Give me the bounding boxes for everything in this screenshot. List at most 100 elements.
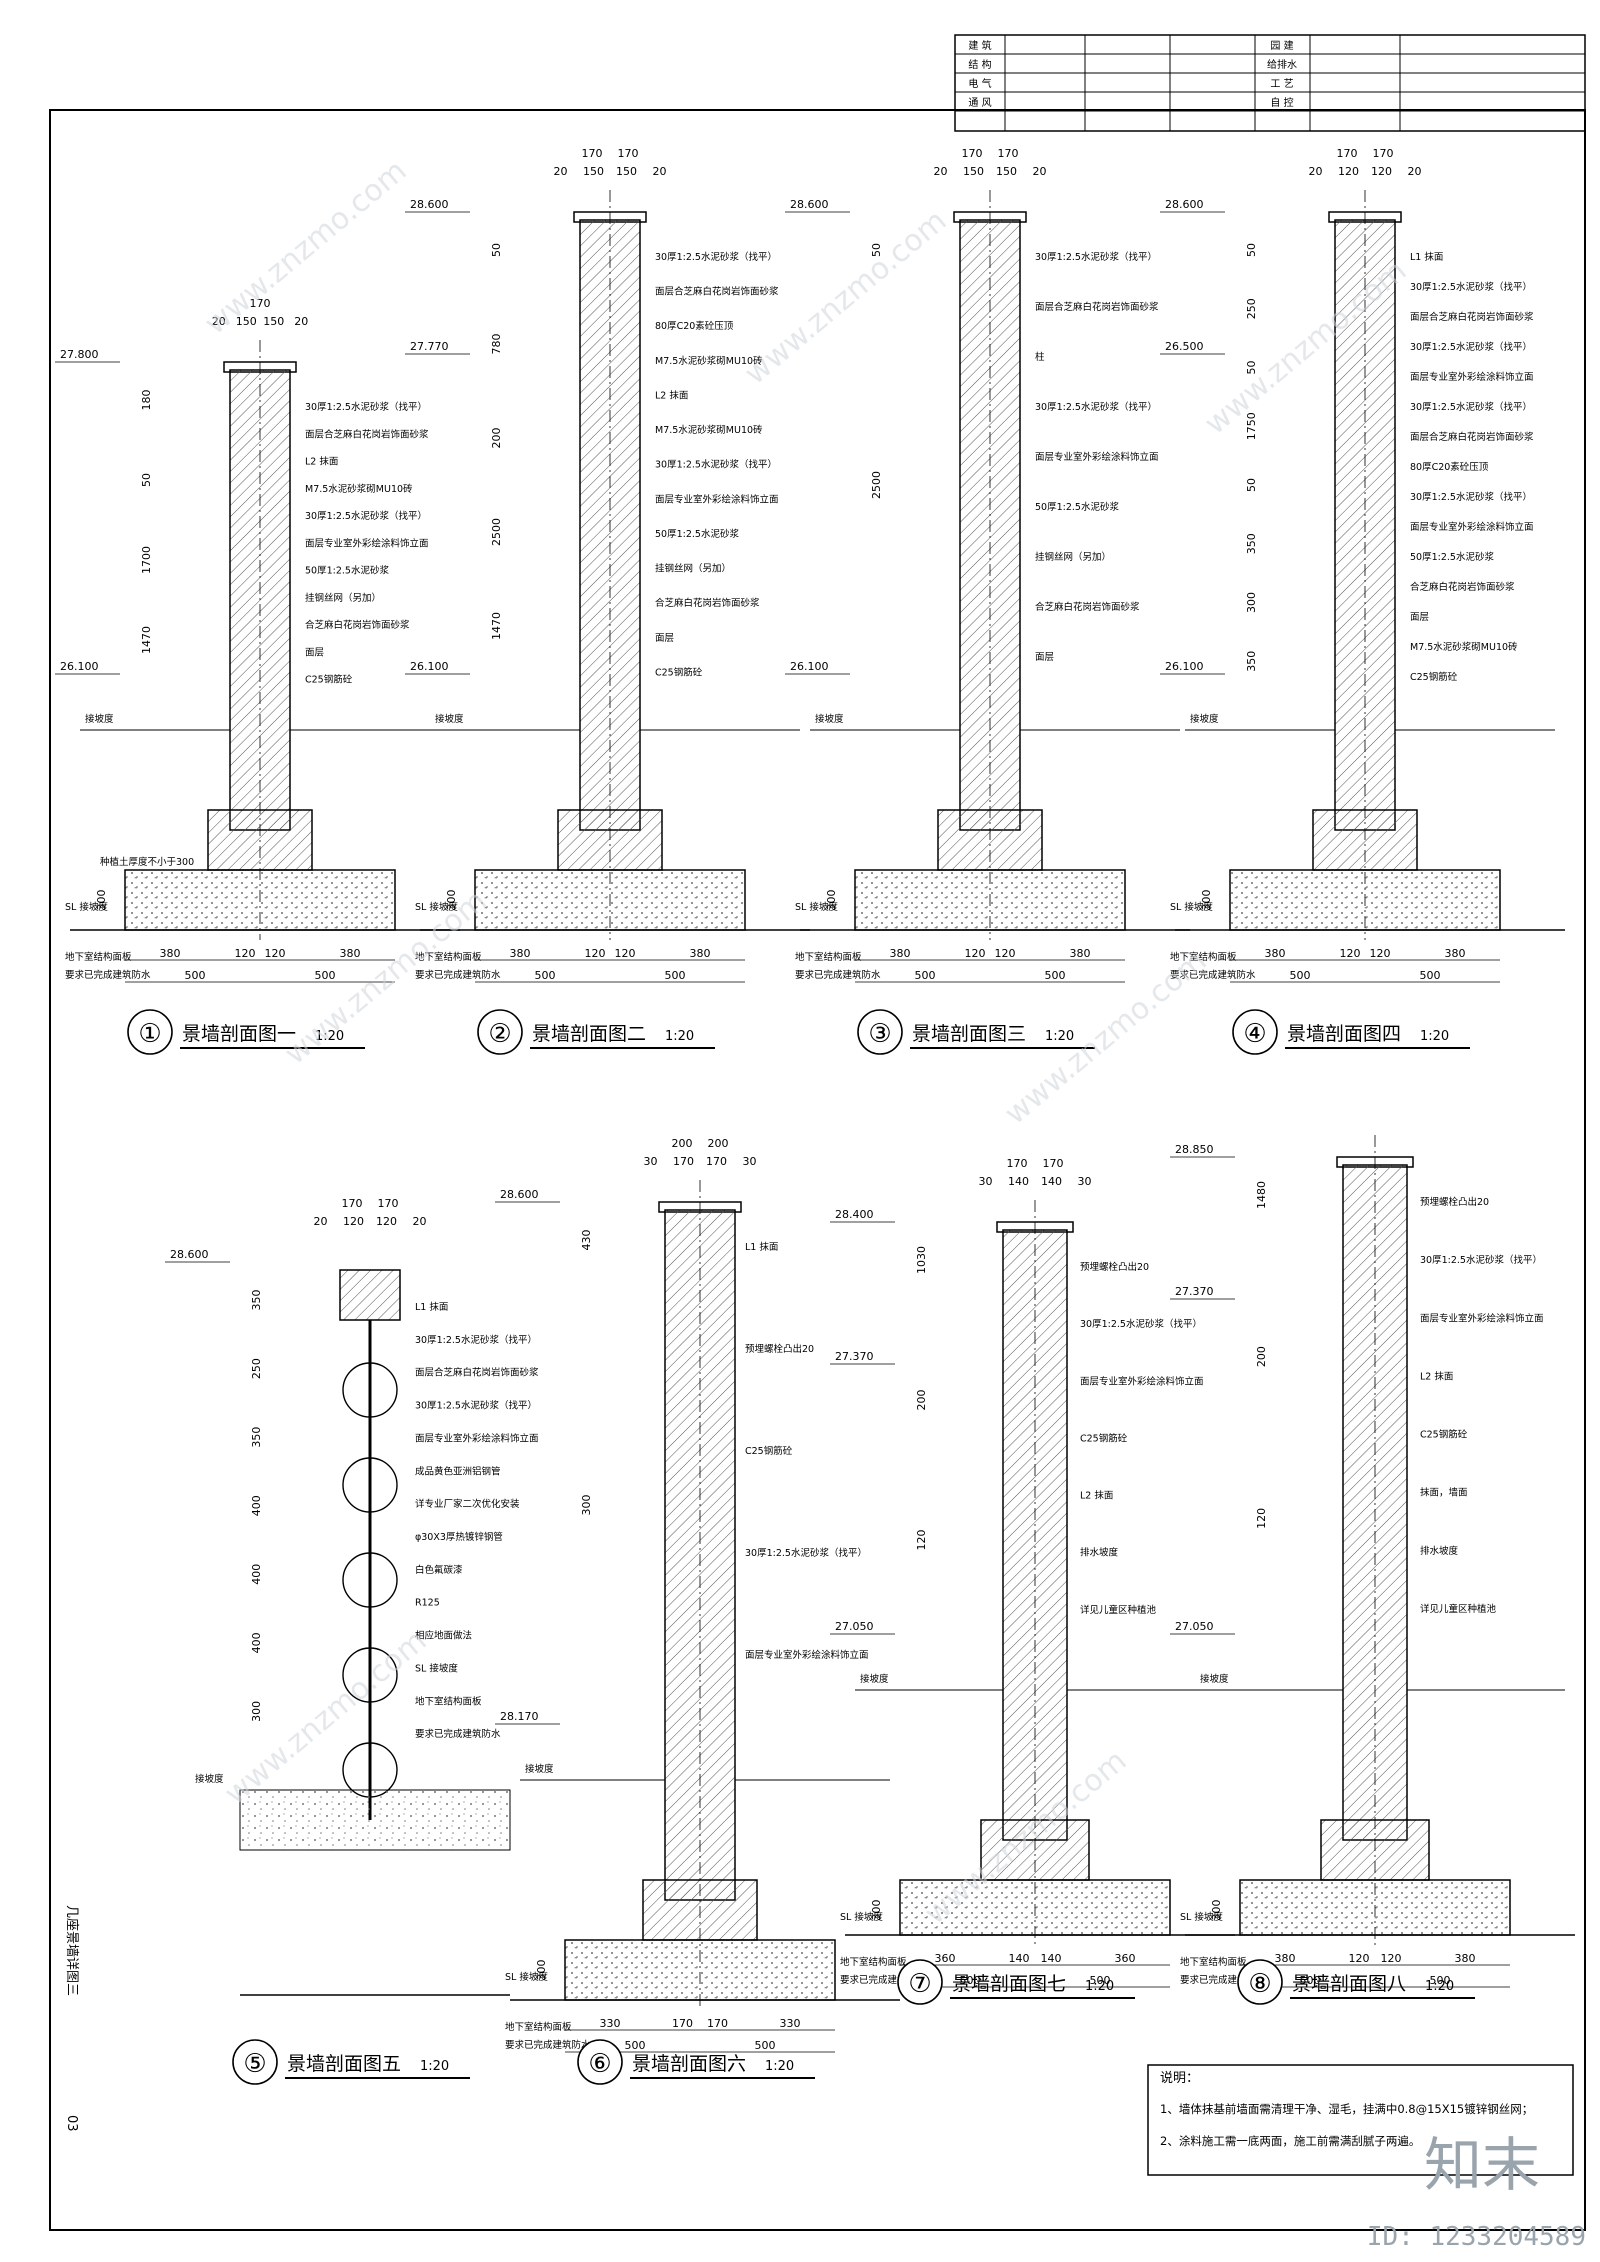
caption-number: ⑥	[588, 2049, 611, 2079]
material-note: 50厚1:2.5水泥砂浆	[1035, 501, 1119, 513]
material-note: 30厚1:2.5水泥砂浆（找平）	[305, 510, 427, 522]
base-dimension: 120	[1370, 947, 1391, 960]
caption-circle	[127, 1009, 173, 1055]
material-note: L2 抹面	[1420, 1370, 1453, 1382]
callout-label: SL 接坡度	[65, 901, 108, 913]
base-dimension: 380	[1070, 947, 1091, 960]
material-note: SL 接坡度	[415, 1662, 458, 1674]
material-note: 30厚1:2.5水泥砂浆（找平）	[1410, 401, 1532, 413]
base-dimension: 500	[185, 969, 206, 982]
material-note: 挂钢丝网（另加）	[305, 592, 381, 604]
caption-circle	[577, 2039, 623, 2085]
material-note: L2 抹面	[1080, 1490, 1113, 1502]
vertical-dimension: 50	[1245, 361, 1258, 375]
title-block-cell: 给排水	[1267, 58, 1297, 71]
top-dimension: 20	[212, 315, 226, 328]
base-dimension: 170	[672, 2017, 693, 2030]
material-note: 相应地面做法	[415, 1630, 472, 1642]
notes-line-1: 1、墙体抹基前墙面需清理干净、湿毛，挂满中0.8@15X15镀锌钢丝网；	[1160, 2102, 1533, 2116]
vertical-dimension: 50	[1245, 478, 1258, 492]
vertical-dimension: 350	[250, 1290, 263, 1311]
caption-number: ③	[868, 1019, 891, 1049]
callout-label: 要求已完成建筑防水	[415, 969, 501, 981]
material-note: 面层专业室外彩绘涂料饰立面	[1410, 521, 1534, 533]
caption-number: ⑤	[243, 2049, 266, 2079]
callout-label: 地下室结构面板	[415, 951, 482, 963]
base-dimension: 300	[1200, 890, 1213, 911]
ring	[342, 1362, 398, 1418]
caption-title: 景墙剖面图五	[287, 2053, 401, 2075]
title-block-cell: 园 建	[1270, 39, 1293, 52]
top-dimension: 150	[616, 165, 637, 178]
base-dimension: 500	[535, 969, 556, 982]
material-note: 面层合芝麻白花岗岩饰面砂浆	[1035, 301, 1159, 313]
base-dimension: 120	[965, 947, 986, 960]
base-dimension: 360	[1115, 1952, 1136, 1965]
vertical-dimension: 120	[1255, 1508, 1268, 1529]
material-note: 30厚1:2.5水泥砂浆（找平）	[1035, 251, 1157, 263]
base-dimension: 330	[780, 2017, 801, 2030]
image-id: ID: 1233204589	[1366, 2222, 1586, 2252]
material-note: 合芝麻白花岗岩饰面砂浆	[305, 619, 410, 631]
vertical-dimension: 200	[915, 1390, 928, 1411]
callout-label: SL 接坡度	[505, 1971, 548, 1983]
material-note: 面层合芝麻白花岗岩饰面砂浆	[305, 428, 429, 440]
material-note: C25钢筋砼	[1080, 1432, 1128, 1444]
material-note: 地下室结构面板	[415, 1695, 482, 1707]
base-dimension: 300	[870, 1900, 883, 1921]
vertical-dimension: 200	[1255, 1346, 1268, 1367]
vertical-dimension: 250	[250, 1358, 263, 1379]
title-block-cell: 工 艺	[1270, 78, 1293, 90]
top-dimension: 20	[413, 1215, 427, 1228]
vertical-dimension: 250	[1245, 298, 1258, 319]
top-dimension: 120	[376, 1215, 397, 1228]
material-note: 面层专业室外彩绘涂料饰立面	[1080, 1375, 1204, 1387]
base-dimension: 120	[1381, 1952, 1402, 1965]
vertical-dimension: 50	[140, 473, 153, 487]
elevation-mark: 26.500	[1165, 340, 1204, 353]
sheet-side-label: 几座景墙详图三	[64, 1905, 79, 1996]
base-dimension: 140	[1041, 1952, 1062, 1965]
callout-label: 接坡度	[860, 1673, 889, 1685]
callout-label: SL 接坡度	[1180, 1911, 1223, 1923]
material-note: 30厚1:2.5水泥砂浆（找平）	[655, 459, 777, 471]
base-dimension: 380	[890, 947, 911, 960]
material-note: 30厚1:2.5水泥砂浆（找平）	[415, 1400, 537, 1412]
caption-number: ④	[1243, 1019, 1266, 1049]
sheet-number: 03	[64, 2115, 79, 2132]
material-note: M7.5水泥砂浆砌MU10砖	[1410, 641, 1518, 653]
top-dimension: 170	[998, 147, 1019, 160]
base-dimension: 300	[535, 1960, 548, 1981]
base-dimension: 500	[665, 969, 686, 982]
top-dimension: 170	[342, 1197, 363, 1210]
material-note: 30厚1:2.5水泥砂浆（找平）	[305, 401, 427, 413]
base-dimension: 380	[340, 947, 361, 960]
material-note: 30厚1:2.5水泥砂浆（找平）	[415, 1334, 537, 1346]
material-note: 30厚1:2.5水泥砂浆（找平）	[1410, 281, 1532, 293]
top-dimension: 20	[314, 1215, 328, 1228]
elevation-mark: 28.600	[410, 198, 449, 211]
callout-label: SL 接坡度	[415, 901, 458, 913]
material-note: 80厚C20素砼压顶	[1410, 461, 1489, 473]
material-note: 30厚1:2.5水泥砂浆（找平）	[1035, 401, 1157, 413]
base-dimension: 300	[95, 890, 108, 911]
callout-label: 地下室结构面板	[505, 2021, 572, 2033]
base-dimension: 500	[1090, 1974, 1111, 1987]
material-note: 50厚1:2.5水泥砂浆	[655, 528, 739, 540]
caption-scale: 1:20	[665, 1029, 694, 1044]
material-note: 面层	[1035, 652, 1054, 663]
callout-label: 地下室结构面板	[795, 951, 862, 963]
vertical-dimension: 400	[250, 1632, 263, 1653]
outer-frame	[49, 109, 1586, 2231]
base-dimension: 500	[1300, 1974, 1321, 1987]
elevation-mark: 28.850	[1175, 1143, 1214, 1156]
base-dimension: 500	[315, 969, 336, 982]
base-dimension: 500	[1420, 969, 1441, 982]
